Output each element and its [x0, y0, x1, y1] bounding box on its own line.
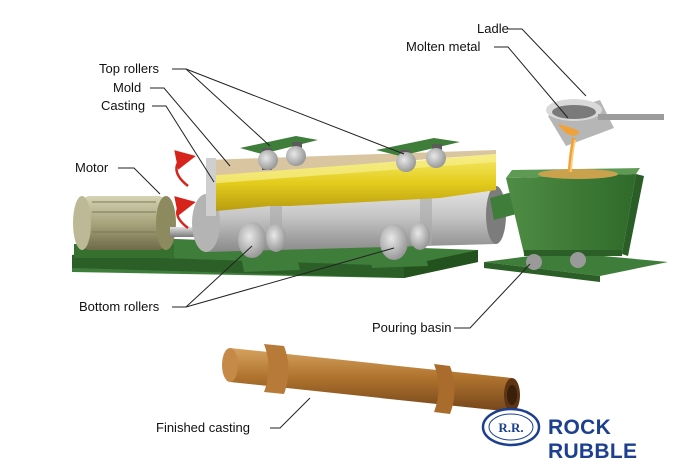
- mold-label: Mold: [113, 80, 142, 95]
- seal-monogram: R.R.: [498, 420, 523, 435]
- molten-metal-stream: [568, 137, 576, 173]
- pouring-basin-label: Pouring basin: [372, 320, 452, 335]
- ladle: [546, 99, 664, 146]
- diagram-artwork: R.R.: [72, 28, 668, 447]
- leader-lines: [118, 28, 587, 429]
- bottom-rollers-label: Bottom rollers: [79, 299, 160, 314]
- ladle-label: Ladle: [477, 21, 509, 36]
- top-roller-left: [240, 136, 318, 170]
- finished-casting: [222, 344, 520, 414]
- rock-rubble-seal: R.R.: [481, 407, 541, 447]
- casting: [206, 150, 496, 216]
- casting-label: Casting: [101, 98, 146, 113]
- centrifugal-casting-diagram: R.R. Ladle Molten metal Top rollers Mold…: [72, 21, 668, 463]
- bottom-roller-right: [380, 222, 430, 260]
- top-rollers-label: Top rollers: [99, 61, 159, 76]
- motor-label: Motor: [75, 160, 109, 175]
- bottom-roller-left: [238, 222, 286, 258]
- rotation-arrows: [174, 150, 196, 229]
- brand-name: ROCK RUBBLE: [548, 416, 638, 463]
- pouring-basin: [506, 168, 644, 270]
- motor: [73, 196, 176, 258]
- molten-metal-label: Molten metal: [406, 39, 481, 54]
- finished-casting-label: Finished casting: [156, 420, 250, 435]
